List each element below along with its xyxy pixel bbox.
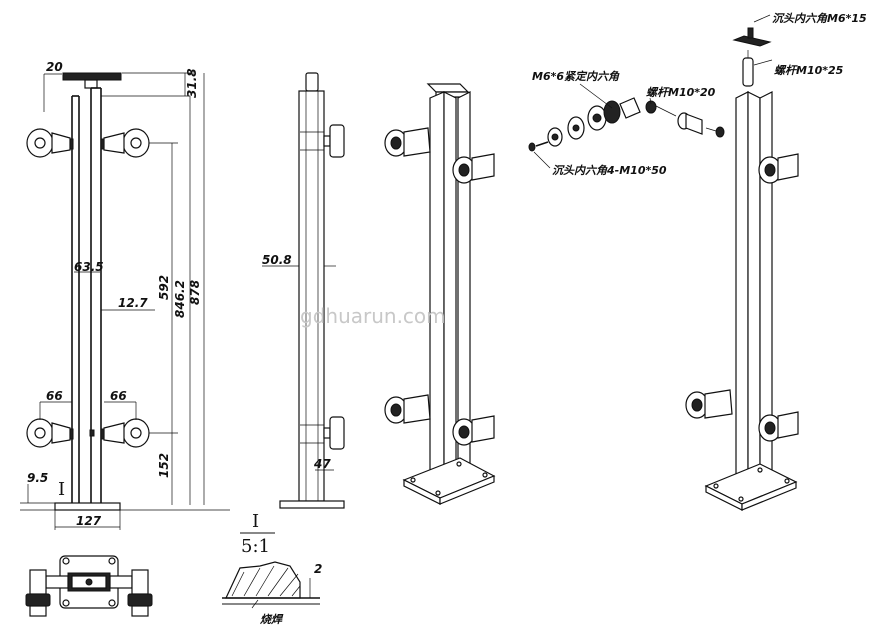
dim-tube-gap: 63.5 (74, 260, 104, 274)
detail-marker-label: I (252, 511, 259, 532)
isometric-view-exploded (528, 14, 799, 511)
dim-clamp-offset: 47 (313, 457, 331, 471)
detail-view: I 5:1 2 烧焊 (222, 511, 322, 626)
bottom-plan-view (25, 555, 153, 617)
label-bolt-m10: 螺杆M10*20 (646, 86, 716, 99)
detail-weld-size: 2 (314, 562, 322, 576)
dim-base-thickness: 9.5 (27, 471, 48, 485)
iso1-clamp-ul (384, 127, 431, 157)
detail-weld-label: 烧焊 (260, 613, 284, 626)
side-view: 50.8 47 (262, 72, 345, 509)
dim-base-width: 127 (76, 514, 102, 528)
front-view: 20 31.8 63.5 12.7 592 846.2 878 66 66 15… (20, 60, 230, 530)
exp-clamp-ll (685, 389, 733, 419)
watermark: gdhuarun.com (300, 304, 446, 328)
lower-left-clamp (26, 418, 74, 448)
exp-clamp-lr (758, 411, 799, 442)
dim-clamp-left: 66 (46, 389, 63, 403)
dim-height-592: 592 (157, 275, 171, 300)
dim-top-width: 20 (46, 60, 63, 74)
exp-hardware (528, 97, 725, 152)
dim-top-offset: 31.8 (185, 68, 199, 98)
label-set-screw: M6*6紧定内六角 (532, 70, 620, 83)
dim-post-width: 50.8 (262, 253, 292, 267)
iso1-clamp-ll (384, 394, 431, 424)
label-screw-top: 沉头内六角M6*15 (772, 12, 867, 25)
dim-height-846: 846.2 (173, 280, 187, 318)
exp-clamp-ur (758, 153, 799, 184)
iso1-clamp-lr (452, 415, 495, 446)
dim-tube-thickness: 12.7 (118, 296, 148, 310)
dim-clamp-right: 66 (110, 389, 127, 403)
lower-right-clamp (100, 418, 150, 448)
detail-scale: 5:1 (241, 536, 270, 557)
upper-right-clamp (100, 128, 150, 158)
detail-marker: I (58, 479, 65, 500)
dim-height-878: 878 (188, 280, 202, 305)
upper-left-clamp (26, 128, 74, 158)
label-countersunk: 沉头内六角4-M10*50 (552, 164, 667, 177)
label-stud: 螺杆M10*25 (774, 64, 844, 77)
iso1-clamp-ur (452, 153, 495, 184)
part-labels: 沉头内六角M6*15 螺杆M10*25 M6*6紧定内六角 螺杆M10*20 沉… (532, 12, 867, 177)
isometric-view-assembled (384, 83, 496, 505)
dim-bottom-152: 152 (157, 453, 171, 478)
